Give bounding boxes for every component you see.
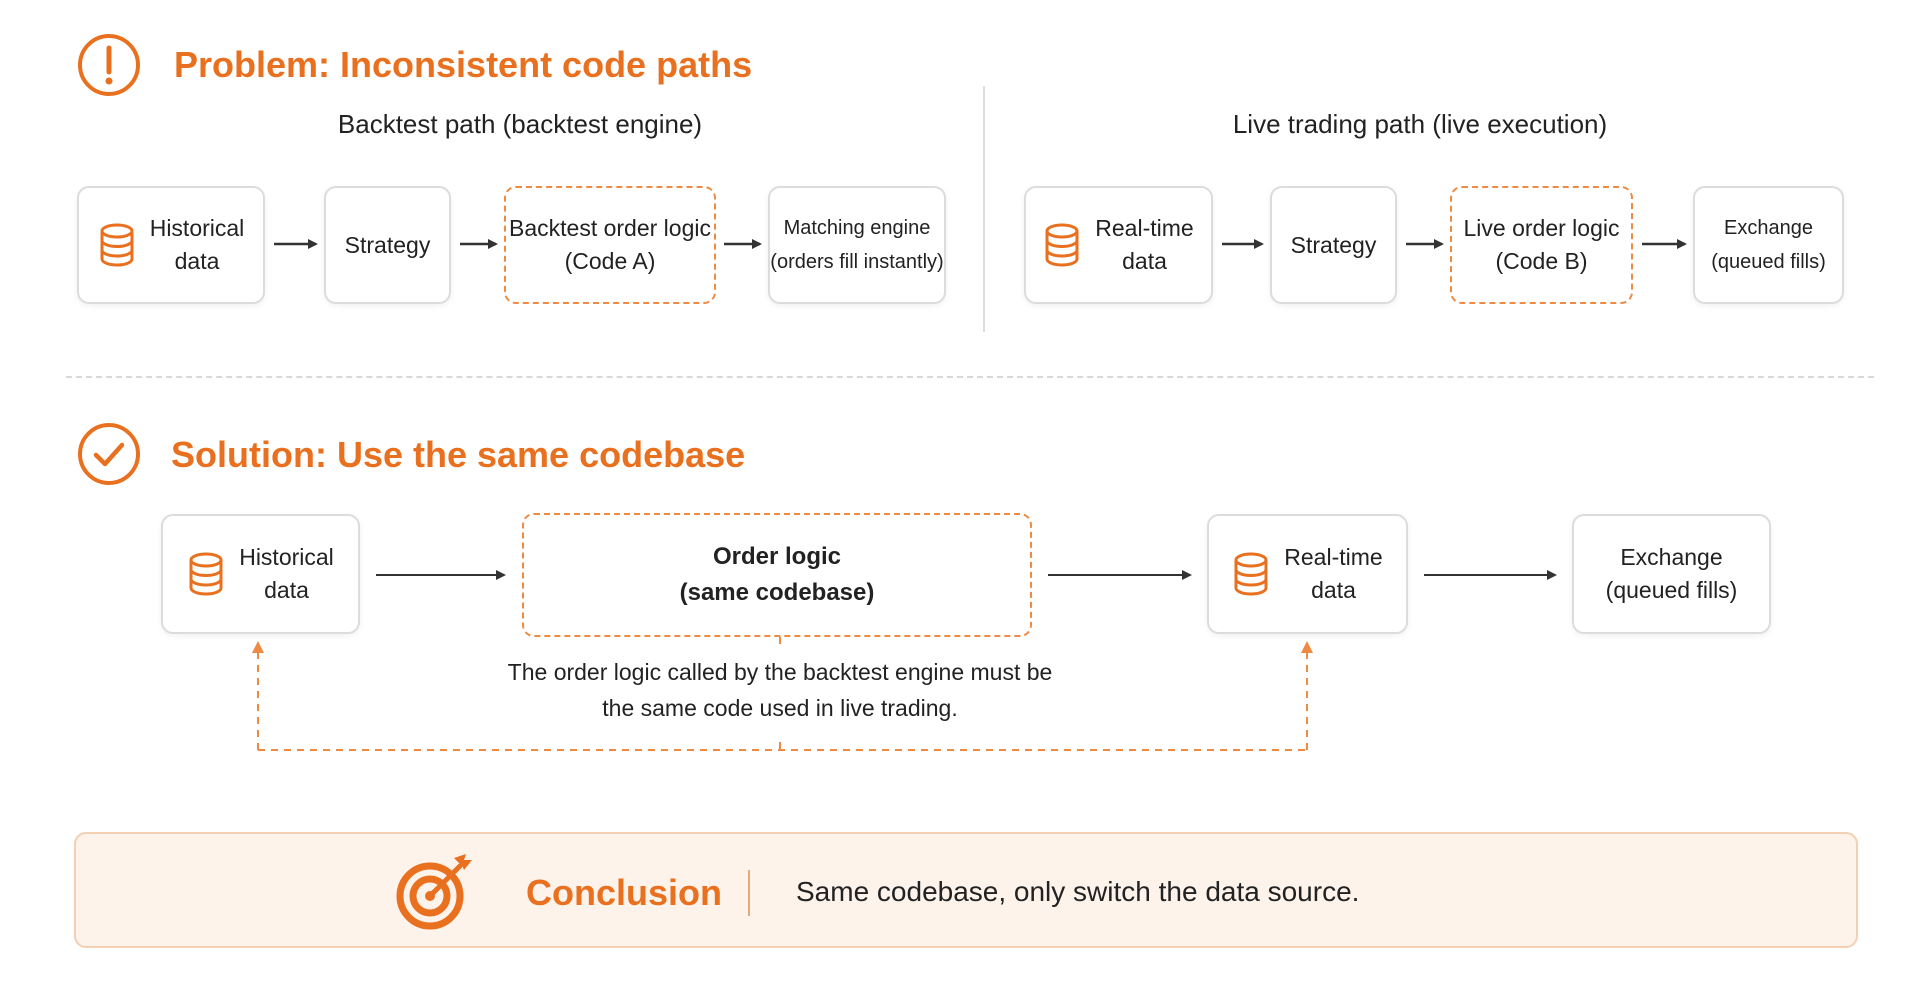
path-divider: [983, 86, 985, 332]
backtest-path-title: Backtest path (backtest engine): [337, 109, 703, 139]
live-strategy-node: Strategy: [1270, 186, 1397, 304]
live-order-logic-node: Live order logic (Code B): [1450, 186, 1633, 304]
exclamation-circle-icon: [78, 34, 140, 96]
note-line1: The order logic called by the backtest e…: [507, 659, 1053, 685]
node-line2: (same codebase): [679, 579, 875, 606]
node-line1: Exchange: [1620, 544, 1723, 570]
node-line2: (Code B): [1495, 248, 1588, 274]
node-line2: (Code A): [564, 248, 656, 274]
database-icon: [100, 223, 134, 267]
target-arrow-icon: [396, 854, 472, 930]
node-line1: Strategy: [344, 231, 431, 258]
backtest-order-logic-node: Backtest order logic (Code A): [504, 186, 716, 304]
backtest-historical-data-node: Historical data: [77, 186, 265, 304]
conclusion-banner: Conclusion Same codebase, only switch th…: [74, 832, 1858, 948]
check-circle-icon: [78, 423, 140, 485]
node-line1: Real-time: [1095, 215, 1194, 241]
node-line2: data: [174, 248, 220, 274]
live-realtime-data-node: Real-time data: [1024, 186, 1213, 304]
conclusion-text: Same codebase, only switch the data sour…: [796, 876, 1360, 907]
live-path-title: Live trading path (live execution): [1232, 109, 1608, 139]
node-line1: Historical: [239, 544, 334, 570]
conclusion-label: Conclusion: [526, 872, 722, 913]
database-icon: [1045, 223, 1079, 267]
note-line2: the same code used in live trading.: [602, 695, 958, 721]
solution-title: Solution: Use the same codebase: [171, 434, 746, 475]
live-exchange-node: Exchange (queued fills): [1693, 186, 1844, 304]
node-line2: (orders fill instantly): [770, 251, 944, 273]
solution-historical-data-node: Historical data: [161, 514, 360, 634]
node-line1: Real-time: [1284, 544, 1383, 570]
same-code-note: The order logic called by the backtest e…: [480, 654, 1080, 726]
section-divider: [66, 376, 1874, 378]
node-line2: data: [1122, 248, 1167, 274]
solution-exchange-node: Exchange (queued fills): [1572, 514, 1771, 634]
database-icon: [189, 552, 223, 596]
node-line1: Strategy: [1290, 231, 1377, 258]
node-line1: Order logic: [712, 543, 841, 570]
node-line2: (queued fills): [1605, 577, 1738, 603]
node-line1: Historical: [149, 215, 245, 241]
node-line1: Matching engine: [783, 217, 931, 239]
node-line2: data: [264, 577, 309, 603]
database-icon: [1234, 552, 1268, 596]
shared-order-logic-node: Order logic (same codebase): [522, 513, 1032, 637]
node-line1: Backtest order logic: [509, 215, 711, 241]
solution-realtime-data-node: Real-time data: [1207, 514, 1408, 634]
problem-title: Problem: Inconsistent code paths: [174, 44, 753, 85]
node-line2: (queued fills): [1711, 251, 1826, 273]
conclusion-separator: [748, 870, 750, 916]
node-line2: data: [1311, 577, 1356, 603]
matching-engine-node: Matching engine (orders fill instantly): [768, 186, 946, 304]
node-line1: Live order logic: [1463, 215, 1620, 241]
node-line1: Exchange: [1724, 217, 1813, 239]
backtest-strategy-node: Strategy: [324, 186, 451, 304]
